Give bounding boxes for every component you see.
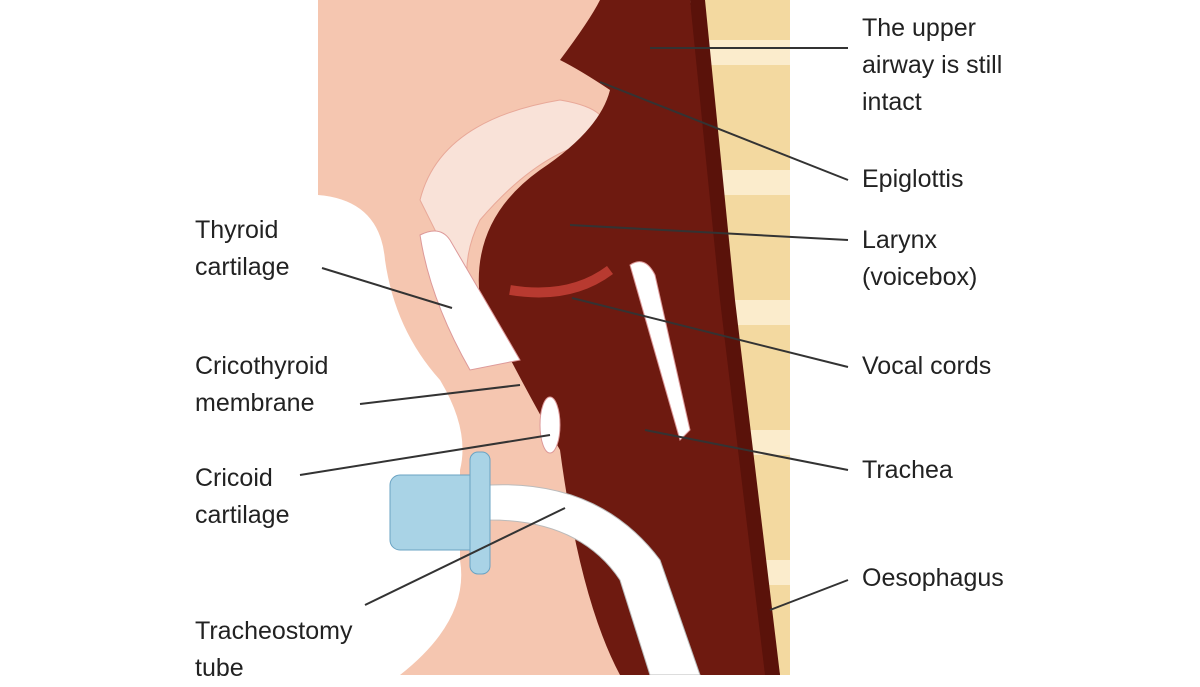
label-upper-airway: The upper airway is still intact [862,14,1003,116]
label-cricothyroid-membrane: Cricothyroid membrane [195,352,329,417]
label-vocal-cords: Vocal cords [862,352,992,380]
label-cricoid-cartilage: Cricoid cartilage [195,464,290,529]
airway [478,0,780,675]
cricoid-cartilage [539,396,561,454]
label-epiglottis: Epiglottis [862,165,964,193]
tracheostomy-flange [469,451,491,575]
thyroid-cartilage [419,230,521,371]
vocal-cords [509,265,613,298]
neck-outline-cutout [318,195,463,675]
label-oesophagus: Oesophagus [862,564,1004,592]
tracheostomy-tube [489,484,701,675]
label-larynx: Larynx (voicebox) [862,226,978,291]
leader-lines [299,47,849,611]
tracheal-rings [629,261,691,441]
oesophagus-wall [690,0,780,675]
label-tracheostomy-tube: Tracheostomy tube [195,617,353,682]
label-trachea: Trachea [862,456,953,484]
label-thyroid-cartilage: Thyroid cartilage [195,216,290,281]
